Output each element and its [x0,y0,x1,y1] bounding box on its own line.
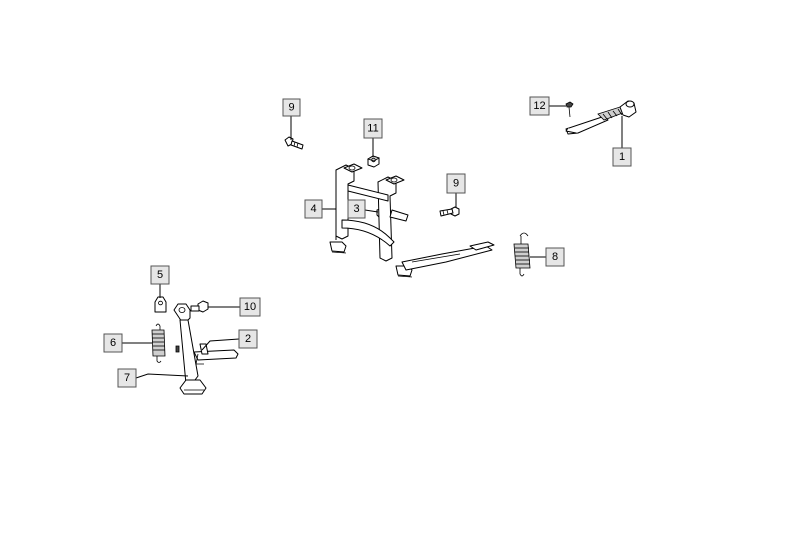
callout-label: 3 [353,203,359,215]
callout-label: 12 [533,100,545,112]
callout-label: 9 [453,178,459,190]
callout-label: 2 [245,333,251,345]
leader-lines [122,105,623,379]
leader-3 [364,209,379,213]
part-bracket-5 [154,296,167,313]
callout-label: 9 [288,102,294,114]
part-spring-6 [151,323,166,363]
callout-label: 5 [157,269,163,281]
part-spring-8 [513,232,531,277]
callout-11: 11 [363,118,383,139]
callout-5: 5 [150,265,170,285]
callout-12: 12 [529,96,550,116]
leader-2 [201,338,240,351]
callout-9-top: 9 [282,98,301,117]
part-bracket-2 [193,343,239,365]
part-bolt-9-top [284,136,304,150]
callout-2: 2 [238,329,258,349]
part-nut-11 [367,155,380,168]
callout-label: 11 [367,123,378,135]
callout-label: 7 [124,372,130,384]
part-bolt-9-middle [439,206,460,217]
callout-label: 4 [310,203,316,215]
callout-6: 6 [103,333,123,353]
callout-10: 10 [239,297,261,317]
part-bolt-10 [190,300,209,313]
leader-4 [322,208,337,240]
callout-4: 4 [304,199,323,219]
callout-label: 6 [110,337,116,349]
callout-label: 10 [244,301,256,313]
part-screw-12 [565,101,574,118]
callout-7: 7 [117,368,137,388]
callout-9-middle: 9 [446,173,466,194]
callout-3: 3 [347,199,366,219]
callout-8: 8 [545,247,565,267]
leader-7 [135,373,189,379]
part-center-stand-4 [329,163,495,278]
callout-label: 1 [619,151,625,163]
part-lever-1 [565,100,637,135]
callout-label: 8 [552,251,558,263]
part-side-stand-7 [173,303,207,395]
callout-1: 1 [612,147,632,167]
